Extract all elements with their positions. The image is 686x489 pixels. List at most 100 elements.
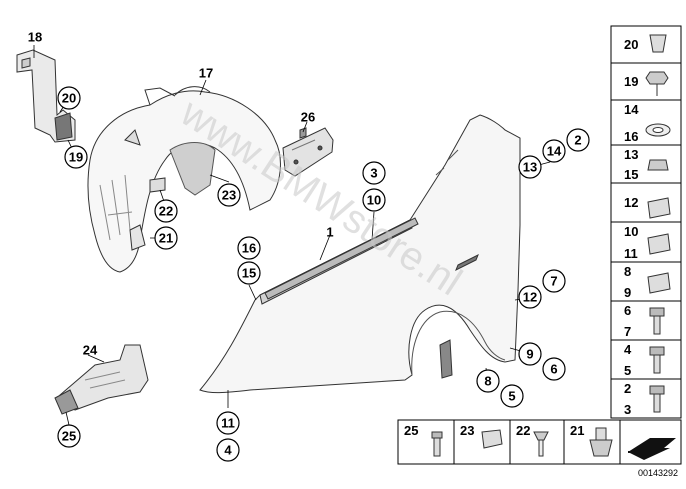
callout-25-label: 25 — [62, 429, 76, 444]
callout-16-circle — [237, 236, 261, 260]
legend-2-3-line-0: 2 — [624, 381, 631, 396]
callout-layer: 1820191726232221310121413161571296852425… — [28, 30, 590, 462]
callout-14-label: 14 — [547, 144, 562, 159]
legend-20-line-0: 20 — [624, 37, 638, 52]
callout-8-label: 8 — [484, 374, 491, 389]
legend-10-11-line-0: 10 — [624, 224, 638, 239]
callout-15-label: 15 — [242, 266, 256, 281]
callout-1-label: 1 — [326, 225, 333, 240]
bolt-4-5-icon — [649, 346, 665, 356]
callout-21: 21 — [154, 226, 178, 250]
screw-19-icon — [645, 71, 669, 85]
clip-nut-8-9-icon — [647, 272, 671, 294]
clip-nut-10-11-icon — [647, 233, 671, 255]
callout-9-circle — [518, 342, 542, 366]
callout-2-circle — [566, 128, 590, 152]
callout-19: 19 — [64, 145, 88, 169]
legend-19-line-0: 19 — [624, 74, 638, 89]
callout-22-circle — [154, 199, 178, 223]
legend-14-16-line-0: 14 — [624, 102, 639, 117]
callout-6: 6 — [542, 357, 566, 381]
clip-nut-12-icon — [647, 197, 671, 219]
callout-25: 25 — [57, 424, 81, 448]
callout-21-circle — [154, 226, 178, 250]
callout-9: 9 — [518, 342, 542, 366]
nut-13-15-icon — [647, 159, 669, 171]
legend-2-3-line-1: 3 — [624, 402, 631, 417]
callout-13: 13 — [518, 155, 542, 179]
callout-13-circle — [518, 155, 542, 179]
callout-7: 7 — [542, 269, 566, 293]
callout-7-circle — [542, 269, 566, 293]
callout-11-label: 11 — [221, 416, 235, 431]
callout-23: 23 — [217, 183, 241, 207]
callout-3: 3 — [362, 161, 386, 185]
callout-4-label: 4 — [224, 443, 232, 458]
wheel-arch-liner — [87, 86, 281, 273]
legend-8-9-line-1: 9 — [624, 285, 631, 300]
callout-20: 20 — [57, 86, 81, 110]
callout-3-circle — [362, 161, 386, 185]
legend-8-9-line-0: 8 — [624, 264, 631, 279]
callout-21-label: 21 — [159, 231, 173, 246]
clip-23-icon — [481, 429, 503, 449]
direction-arrow-icon — [628, 438, 676, 460]
callout-15-circle — [237, 261, 261, 285]
callout-8: 8 — [476, 369, 500, 393]
callout-10: 10 — [362, 188, 386, 212]
callout-19-label: 19 — [69, 150, 83, 165]
legend-22-label: 22 — [516, 423, 530, 438]
callout-22: 22 — [154, 199, 178, 223]
callout-5-label: 5 — [508, 389, 515, 404]
callout-22-label: 22 — [159, 204, 173, 219]
legend-4-5-line-0: 4 — [624, 342, 632, 357]
callout-26: 26 — [301, 110, 315, 125]
legend-6-7-line-0: 6 — [624, 303, 631, 318]
callout-5-circle — [500, 384, 524, 408]
nut-21-icon — [589, 439, 613, 457]
callout-4-circle — [216, 438, 240, 462]
callout-16-label: 16 — [242, 241, 256, 256]
callout-15: 15 — [237, 261, 261, 285]
legend-4-5-line-1: 5 — [624, 363, 631, 378]
rivet-22-icon — [533, 431, 549, 441]
trim-strip — [264, 217, 419, 300]
callout-17-label: 17 — [199, 66, 213, 81]
callout-10-circle — [362, 188, 386, 212]
callout-6-label: 6 — [550, 362, 557, 377]
callout-19-circle — [64, 145, 88, 169]
legend-25-label: 25 — [404, 423, 418, 438]
legend-13-15-line-0: 13 — [624, 147, 638, 162]
splash-shield — [54, 344, 149, 415]
callout-18: 18 — [28, 30, 42, 45]
callout-14: 14 — [542, 139, 566, 163]
bracket-18 — [16, 49, 76, 143]
legend-21-label: 21 — [570, 423, 584, 438]
clip-20-icon — [649, 34, 667, 53]
callout-12-circle — [518, 285, 542, 309]
callout-7-label: 7 — [550, 274, 557, 289]
callout-11: 11 — [216, 411, 240, 435]
callout-4: 4 — [216, 438, 240, 462]
legend-12-line-0: 12 — [624, 195, 638, 210]
callout-12: 12 — [518, 285, 542, 309]
callout-11-circle — [216, 411, 240, 435]
callout-26-label: 26 — [301, 110, 315, 125]
legend-6-7-line-1: 7 — [624, 324, 631, 339]
callout-2-label: 2 — [574, 133, 581, 148]
callout-23-circle — [217, 183, 241, 207]
callout-8-circle — [476, 369, 500, 393]
callout-14-circle — [542, 139, 566, 163]
callout-13-label: 13 — [523, 160, 537, 175]
callout-17: 17 — [199, 66, 213, 81]
bolt-25-icon — [431, 431, 443, 439]
callout-24: 24 — [83, 343, 98, 358]
callout-20-label: 20 — [62, 91, 76, 106]
legend-23-label: 23 — [460, 423, 474, 438]
callout-23-label: 23 — [222, 188, 236, 203]
legend-14-16-line-1: 16 — [624, 129, 638, 144]
callout-25-circle — [57, 424, 81, 448]
